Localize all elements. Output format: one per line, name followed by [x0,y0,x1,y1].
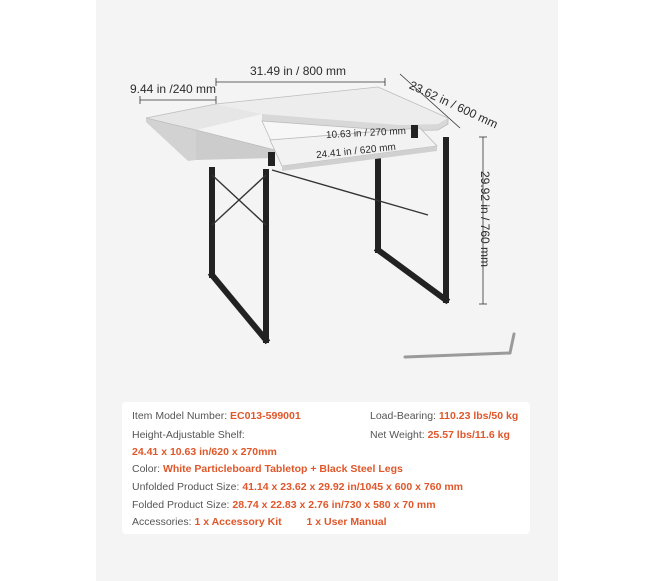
height-label: 29.92 in / 760 mm [478,170,493,268]
side-width-label: 9.44 in /240 mm [130,82,217,96]
model-value: EC013-599001 [230,410,301,422]
unfolded-label: Unfolded Product Size: [132,481,240,493]
load-value: 110.23 lbs/50 kg [438,410,519,422]
model-label: Item Model Number: [132,410,228,422]
width-label: 31.49 in / 800 mm [250,64,347,78]
accessory-kit: 1 x Accessory Kit [194,516,282,528]
folded-value: 28.74 x 22.83 x 2.76 in/730 x 580 x 70 m… [232,499,436,511]
shelf-value: 24.41 x 10.63 in/620 x 270mm [132,446,277,458]
model-row: Item Model Number: EC013-599001 [132,410,301,422]
specifications-card: Item Model Number: EC013-599001 Load-Bea… [122,402,530,534]
weight-label: Net Weight: [370,429,425,441]
dimension-lines [139,73,487,305]
keyboard-shelf [268,125,438,171]
load-row: Load-Bearing: 110.23 lbs/50 kg [370,410,518,422]
allen-key [403,332,516,359]
weight-row: Net Weight: 25.57 lbs/11.6 kg [370,429,510,441]
color-row: Color: White Particleboard Tabletop + Bl… [132,463,403,475]
user-manual: 1 x User Manual [306,516,387,528]
color-label: Color: [132,463,161,475]
steel-legs [207,137,451,345]
folded-label: Folded Product Size: [132,499,230,511]
unfolded-value: 41.14 x 23.62 x 29.92 in/1045 x 600 x 76… [242,481,464,493]
color-value: White Particleboard Tabletop + Black Ste… [162,463,403,475]
load-label: Load-Bearing: [370,410,436,422]
unfolded-row: Unfolded Product Size: 41.14 x 23.62 x 2… [132,481,463,493]
shelf-label: Height-Adjustable Shelf: [132,429,245,441]
accessories-label: Accessories: [132,516,192,528]
weight-value: 25.57 lbs/11.6 kg [427,429,510,441]
folded-row: Folded Product Size: 28.74 x 22.83 x 2.7… [132,499,436,511]
accessories-row: Accessories: 1 x Accessory Kit 1 x User … [132,516,387,528]
